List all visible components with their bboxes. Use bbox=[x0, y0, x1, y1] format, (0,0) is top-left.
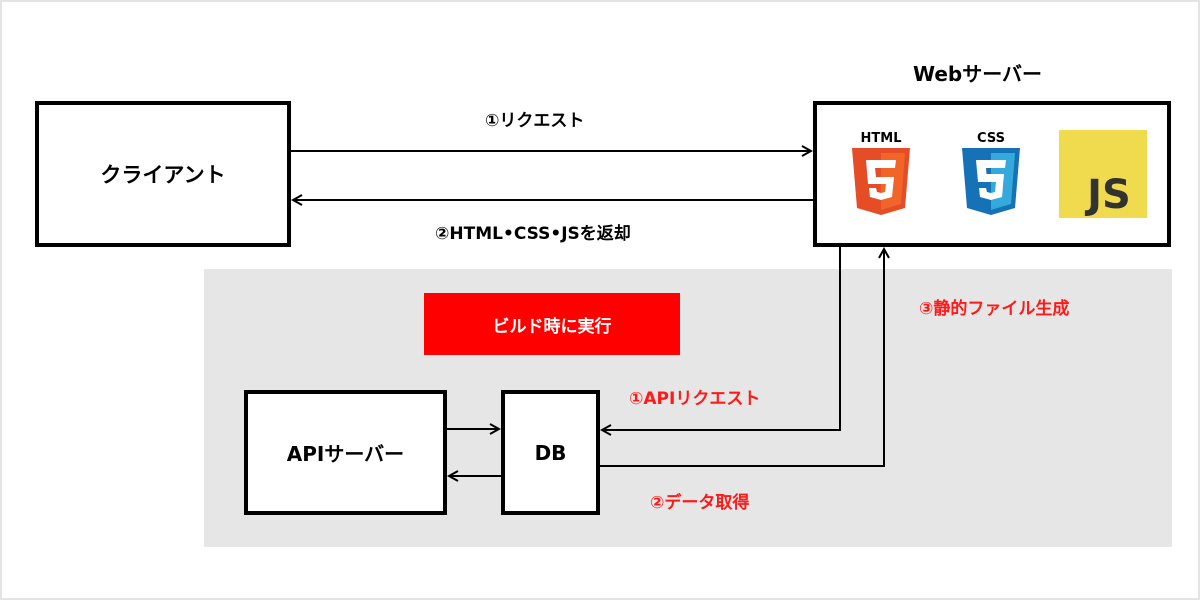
db-box: DB bbox=[501, 390, 600, 515]
css-logo-text: CSS bbox=[977, 131, 1005, 146]
db-label: DB bbox=[534, 440, 567, 465]
html5-icon: HTML bbox=[852, 131, 910, 215]
request-label: ①リクエスト bbox=[485, 111, 585, 131]
api-server-label: APIサーバー bbox=[286, 442, 405, 466]
data-fetch-label: ②データ取得 bbox=[650, 493, 750, 513]
web-to-db-request-arrow bbox=[602, 247, 841, 430]
static-generation-label: ③静的ファイル生成 bbox=[919, 299, 1070, 319]
css3-icon: CSS bbox=[962, 131, 1020, 215]
db-to-web-data-arrow bbox=[600, 249, 884, 467]
response-label: ②HTML•CSS•JSを返却 bbox=[435, 224, 631, 244]
build-time-badge: ビルド時に実行 bbox=[424, 293, 680, 355]
api-request-label: ①APIリクエスト bbox=[629, 389, 761, 409]
web-server-title: Webサーバー bbox=[913, 62, 1043, 86]
client-label: クライアント bbox=[100, 163, 226, 187]
api-server-box: APIサーバー bbox=[244, 390, 447, 515]
build-time-badge-text: ビルド時に実行 bbox=[492, 316, 612, 337]
html-logo-text: HTML bbox=[861, 131, 902, 146]
js-logo-text: JS bbox=[1084, 172, 1131, 218]
client-box: クライアント bbox=[35, 101, 291, 247]
js-icon: JS bbox=[1059, 130, 1147, 218]
